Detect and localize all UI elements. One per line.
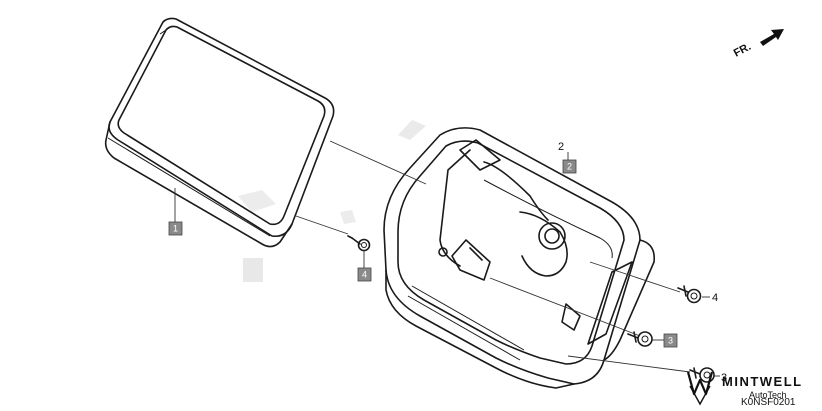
- svg-text:2: 2: [567, 162, 572, 172]
- background-shading: [238, 120, 426, 282]
- leader-lines: [174, 140, 720, 377]
- screw-4-left: [347, 235, 371, 252]
- callout-label-3: 3: [721, 372, 727, 384]
- svg-text:1: 1: [173, 224, 178, 234]
- screw-4-right: [677, 285, 702, 304]
- callout-box-4: 4: [357, 267, 372, 282]
- mintwell-logo-icon: [686, 371, 714, 406]
- callout-box-2: 2: [562, 159, 577, 174]
- footer-brand: MINTWELL AutoTech K0NSF0201: [686, 371, 803, 408]
- screw-3-middle: [627, 331, 653, 347]
- front-direction-indicator: FR.: [732, 29, 784, 60]
- callout-label-2: 2: [558, 141, 564, 153]
- lid-cover-part: [104, 17, 335, 248]
- arrow-right-icon: [760, 29, 784, 46]
- direction-label: FR.: [732, 41, 753, 60]
- callout-box-1: 1: [168, 221, 183, 236]
- brand-subtitle: AutoTech: [749, 390, 787, 400]
- svg-text:4: 4: [362, 270, 367, 280]
- brand-name: MINTWELL: [722, 374, 803, 389]
- callout-label-4: 4: [712, 292, 718, 304]
- svg-text:3: 3: [668, 336, 673, 346]
- screw-3-bottom: [689, 367, 715, 383]
- diagram-code: K0NSF0201: [741, 397, 796, 408]
- callout-box-3: 3: [663, 333, 678, 348]
- case-housing-part: [383, 127, 656, 389]
